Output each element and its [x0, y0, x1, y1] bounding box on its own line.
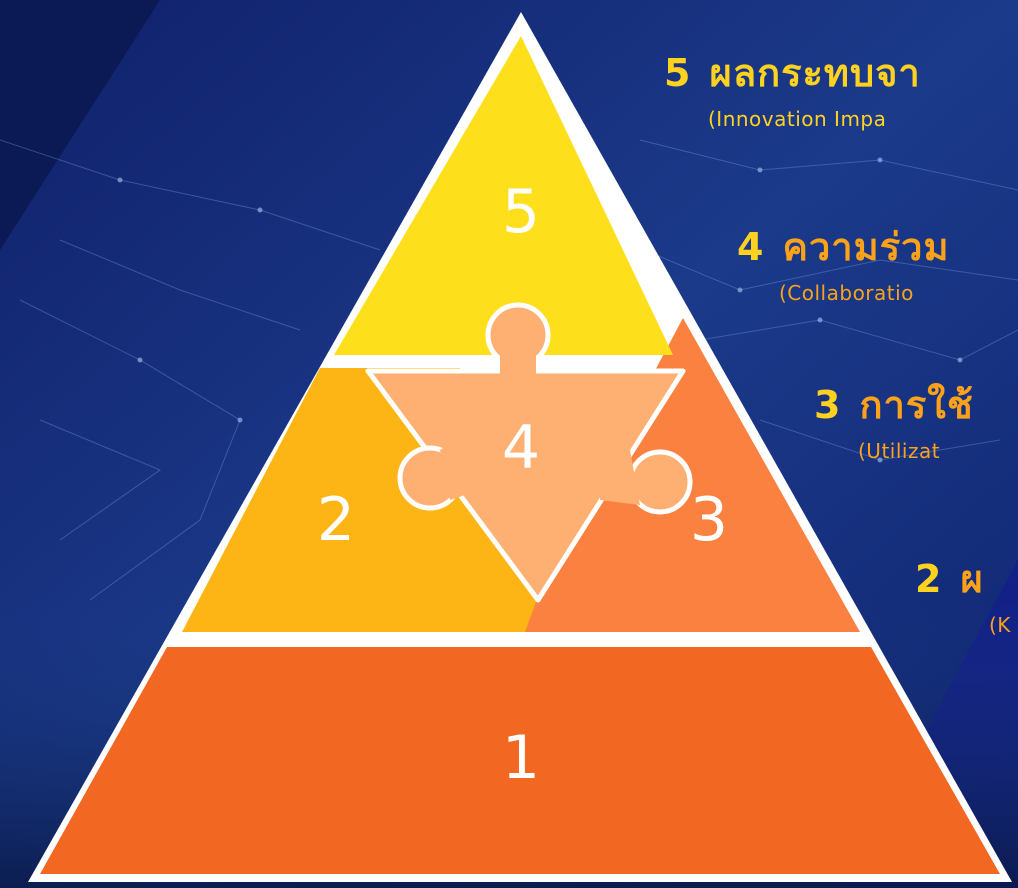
pyramid-segment-3	[525, 318, 860, 632]
level-title-2: ผ	[960, 557, 984, 601]
pyramid-segment-1	[40, 647, 1000, 874]
level-subtitle-4: (Collaboratio	[779, 281, 914, 305]
level-title-5: ผลกระทบจา	[709, 51, 921, 95]
segment-label-4: 4	[502, 413, 540, 483]
segment-label-2: 2	[317, 485, 355, 555]
level-title-3: การใช้	[859, 383, 974, 427]
level-label-4: 4 ความร่วม (Collaboratio	[737, 216, 950, 306]
level-number-4: 4	[737, 224, 764, 269]
pyramid-segment-5	[334, 36, 673, 355]
level-label-5: 5 ผลกระทบจา (Innovation Impa	[664, 42, 921, 132]
segment-label-1: 1	[502, 723, 540, 793]
level-label-2: 2 ผ (K	[915, 548, 1011, 638]
level-subtitle-3: (Utilizat	[858, 439, 941, 463]
background-left-band	[0, 0, 160, 250]
network-nodes	[117, 157, 963, 463]
pyramid-segment-4	[365, 302, 693, 603]
level-number-2: 2	[915, 556, 942, 601]
level-title-4: ความร่วม	[782, 225, 950, 269]
level-subtitle-5: (Innovation Impa	[708, 107, 887, 131]
level-number-3: 3	[814, 382, 841, 427]
level-label-3: 3 การใช้ (Utilizat	[814, 374, 974, 464]
segment-label-3: 3	[690, 485, 728, 555]
segment-label-5: 5	[502, 177, 540, 247]
level-subtitle-2: (K	[989, 613, 1011, 637]
level-number-5: 5	[664, 50, 691, 95]
